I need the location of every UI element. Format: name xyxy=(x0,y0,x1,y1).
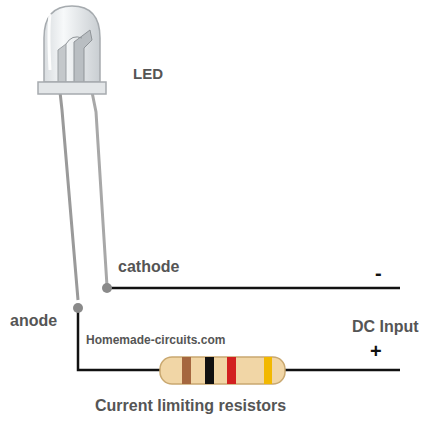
positive-wire xyxy=(285,369,400,372)
anode-junction xyxy=(73,303,83,313)
bond-wire xyxy=(66,37,82,44)
led-anvil xyxy=(74,30,92,82)
resistor-band xyxy=(205,357,214,384)
resistor-band xyxy=(182,357,191,384)
led-label: LED xyxy=(133,66,163,83)
led-rim xyxy=(38,82,106,94)
negative-wire xyxy=(107,287,400,290)
led-post xyxy=(58,44,66,82)
cathode-junction xyxy=(102,283,112,293)
anode-label: anode xyxy=(10,312,57,330)
cathode-label: cathode xyxy=(118,258,179,276)
resistor-body xyxy=(160,357,285,384)
resistor-label: Current limiting resistors xyxy=(95,397,286,415)
resistor-symbol xyxy=(160,357,285,384)
anode-leg xyxy=(60,92,78,300)
polarity-sign: - xyxy=(375,262,382,284)
led-dome xyxy=(44,6,100,82)
watermark: Homemade-circuits.com xyxy=(86,334,225,347)
led-highlight xyxy=(49,14,50,70)
input-label: DC Input xyxy=(352,318,419,336)
resistor-band xyxy=(227,357,236,384)
cathode-leg xyxy=(92,92,107,286)
polarity-sign: + xyxy=(370,340,382,362)
resistor-band xyxy=(264,357,272,384)
